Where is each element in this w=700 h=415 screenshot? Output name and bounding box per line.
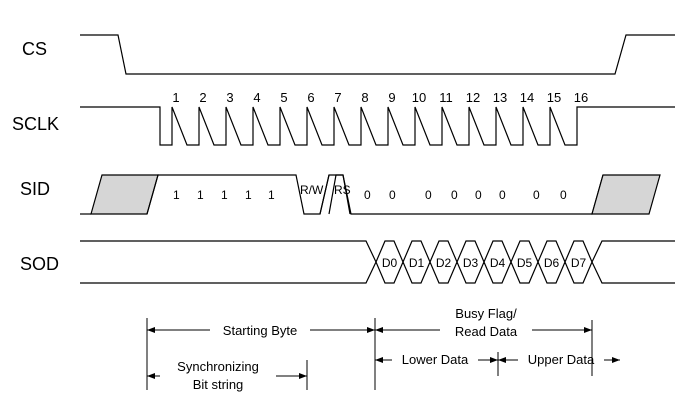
clock-number: 14 [520,90,534,105]
sid-zero-bit: 0 [451,188,458,202]
starting-byte-label: Starting Byte [223,323,297,338]
sod-data-cells [375,240,593,284]
clock-number: 4 [253,90,260,105]
signal-label-cs: CS [22,39,47,59]
signal-label-sid: SID [20,179,50,199]
sid-zero-bit: 0 [425,188,432,202]
clock-number: 13 [493,90,507,105]
sid-shaded-right [591,174,661,215]
sid-sync-bit: 1 [197,188,204,202]
lower-data-label: Lower Data [402,352,469,367]
sid-zero-bit: 0 [389,188,396,202]
signal-label-sod: SOD [20,254,59,274]
sclk-waveform [80,106,675,146]
synchronizing-label: Synchronizing [177,359,259,374]
bit-string-label: Bit string [193,377,244,392]
clock-number: 8 [361,90,368,105]
sid-zero-bit: 0 [560,188,567,202]
clock-number: 5 [280,90,287,105]
sid-rs-label: RS [334,183,351,197]
sod-data-bit: D7 [571,256,587,270]
sid-zero-bit: 0 [533,188,540,202]
annotation-lines [146,318,620,390]
sod-data-bit: D5 [517,256,533,270]
clock-number: 12 [466,90,480,105]
sod-data-bit: D0 [382,256,398,270]
sid-zero-bit: 0 [364,188,371,202]
clock-number: 16 [574,90,588,105]
sid-zero-bit: 0 [475,188,482,202]
sid-rw-label: R/W [300,183,324,197]
clock-number: 15 [547,90,561,105]
sid-sync-bit: 1 [173,188,180,202]
clock-number: 1 [172,90,179,105]
sod-bits: D0 D1 D2 D3 D4 D5 D6 D7 [382,256,587,270]
sod-data-bit: D2 [436,256,452,270]
upper-data-label: Upper Data [528,352,595,367]
clock-number: 2 [199,90,206,105]
clock-number: 9 [388,90,395,105]
busy-flag-label: Busy Flag/ [455,306,517,321]
sid-sync-bit: 1 [268,188,275,202]
clock-number: 10 [412,90,426,105]
sid-zero-bit: 0 [499,188,506,202]
sid-bits: 1 1 1 1 1 R/W RS 0 0 0 0 0 0 0 0 [173,183,567,202]
sod-data-bit: D3 [463,256,479,270]
sod-right-lines [591,240,675,284]
clock-number: 6 [307,90,314,105]
signal-label-sclk: SCLK [12,114,59,134]
sid-shaded-left [90,174,159,215]
sod-left-lines [80,240,377,284]
clock-number: 11 [439,90,453,105]
sod-data-bit: D1 [409,256,425,270]
clock-number: 3 [226,90,233,105]
clock-number: 7 [334,90,341,105]
sod-data-bit: D4 [490,256,506,270]
sod-data-bit: D6 [544,256,560,270]
sid-rs-pulse [328,174,351,215]
read-data-label: Read Data [455,324,518,339]
sid-sync-bit: 1 [245,188,252,202]
cs-waveform [80,34,675,75]
sid-sync-bit: 1 [221,188,228,202]
